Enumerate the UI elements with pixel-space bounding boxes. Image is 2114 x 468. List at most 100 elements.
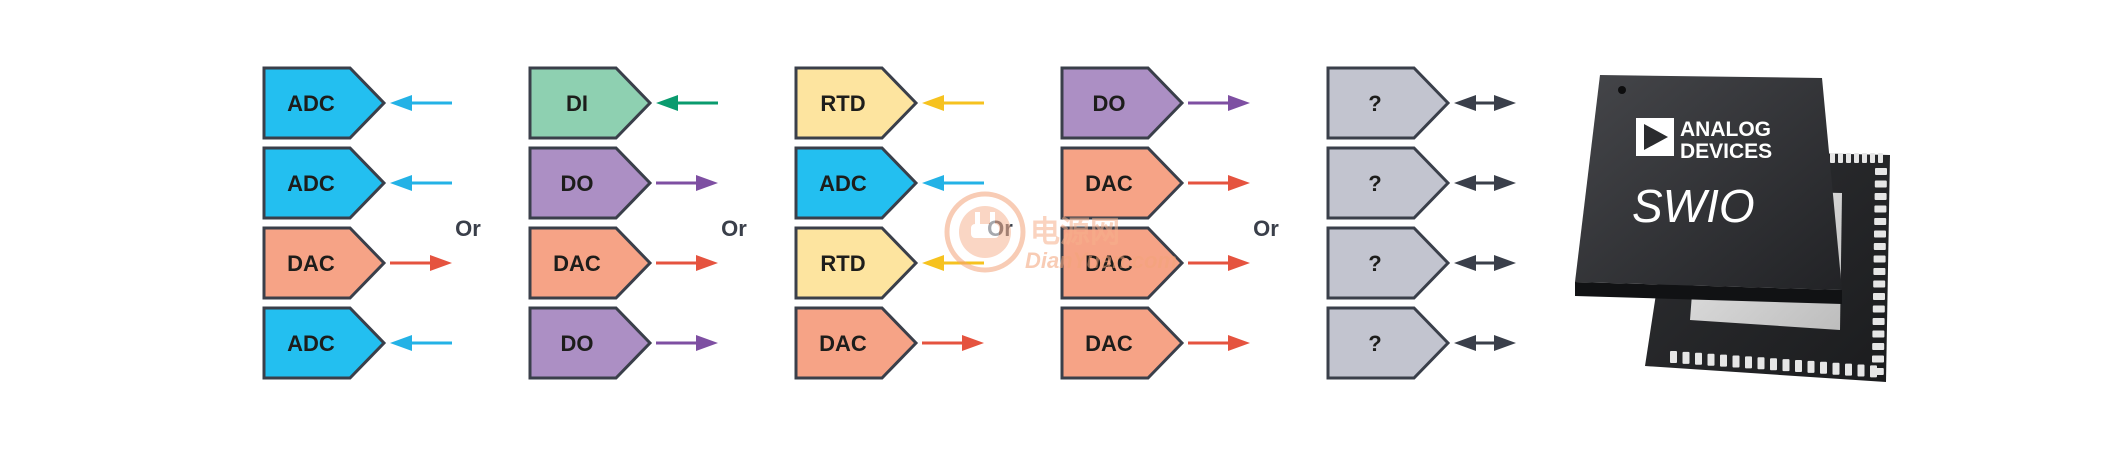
channel-columns: ADC ADC DAC ADC DI DO DAC DO RTD ADC RTD DAC DO DAC DA… [262, 66, 1516, 380]
watermark: 电源网 DianYuan.com [944, 191, 1177, 273]
column-2: DI DO DAC DO [528, 66, 718, 380]
channel-label: ? [1368, 251, 1381, 276]
signal-arrow-out [1188, 255, 1250, 271]
channel-shape [262, 306, 387, 380]
signal-arrow-bi [1454, 335, 1516, 351]
signal-arrow-bi [1454, 95, 1516, 111]
column-1: ADC ADC DAC ADC [262, 66, 452, 380]
signal-arrow-in [922, 95, 984, 111]
channel-block-dac: DAC [1060, 306, 1250, 380]
channel-shape [1326, 146, 1451, 220]
channel-label: DAC [553, 251, 601, 276]
channel-block-adc: ADC [262, 146, 452, 220]
channel-block-unknown: ? [1326, 66, 1516, 140]
signal-arrow-out [656, 335, 718, 351]
channel-label: DAC [1085, 331, 1133, 356]
signal-arrow-out [1188, 335, 1250, 351]
channel-label: RTD [820, 251, 865, 276]
signal-arrow-bi [1454, 255, 1516, 271]
signal-arrow-out [922, 335, 984, 351]
channel-shape [262, 226, 387, 300]
channel-label: DAC [1085, 171, 1133, 196]
channel-block-adc: ADC [262, 66, 452, 140]
analog-devices-triangle-logo [1636, 118, 1674, 156]
signal-arrow-in [390, 175, 452, 191]
channel-label: ? [1368, 91, 1381, 116]
channel-block-adc: ADC [262, 306, 452, 380]
channel-label: DAC [819, 331, 867, 356]
channel-shape [1326, 226, 1451, 300]
signal-arrow-in [922, 175, 984, 191]
signal-arrow-out [1188, 175, 1250, 191]
signal-arrow-in [656, 95, 718, 111]
channel-label: DI [566, 91, 588, 116]
channel-block-rtd: RTD [794, 66, 984, 140]
channel-label: ADC [819, 171, 867, 196]
channel-block-unknown: ? [1326, 226, 1516, 300]
channel-shape [794, 306, 919, 380]
channel-shape [794, 146, 919, 220]
channel-shape [1326, 66, 1451, 140]
channel-shape [528, 146, 653, 220]
channel-block-rtd: RTD [794, 226, 984, 300]
signal-arrow-bi [1454, 175, 1516, 191]
channel-label: DAC [1085, 251, 1133, 276]
watermark-en-text: DianYuan.com [1025, 248, 1177, 273]
channel-shape [528, 226, 653, 300]
channel-block-do: DO [528, 146, 718, 220]
channel-shape [1060, 306, 1185, 380]
channel-shape [794, 66, 919, 140]
channel-label: DAC [287, 251, 335, 276]
power-plug-icon [944, 191, 1026, 273]
chip-product-name: SWIO [1632, 180, 1755, 232]
or-separator: Or [1253, 216, 1279, 241]
channel-shape [262, 146, 387, 220]
chip-brand-line2: DEVICES [1680, 140, 1772, 163]
channel-shape [262, 66, 387, 140]
channel-label: DO [1093, 91, 1126, 116]
channel-block-dac: DAC [1060, 226, 1250, 300]
channel-label: ? [1368, 331, 1381, 356]
channel-shape [1060, 146, 1185, 220]
signal-arrow-out [656, 255, 718, 271]
channel-block-adc: ADC [794, 146, 984, 220]
or-separator: Or [455, 216, 481, 241]
channel-shape [1060, 226, 1185, 300]
channel-block-dac: DAC [528, 226, 718, 300]
signal-arrow-in [390, 335, 452, 351]
signal-arrow-out [390, 255, 452, 271]
channel-block-unknown: ? [1326, 306, 1516, 380]
channel-label: DO [561, 171, 594, 196]
chip-brand-line1: ANALOG [1680, 118, 1771, 141]
channel-label: ADC [287, 91, 335, 116]
column-5: ???? [1326, 66, 1516, 380]
channel-shape [528, 66, 653, 140]
channel-label: ADC [287, 331, 335, 356]
channel-block-do: DO [528, 306, 718, 380]
watermark-cn-text: 电源网 [1030, 216, 1120, 249]
channel-shape [794, 226, 919, 300]
column-3: RTD ADC RTD DAC [794, 66, 984, 380]
swio-chip: ANALOG DEVICES SWIO [1575, 75, 1890, 382]
signal-arrow-out [656, 175, 718, 191]
channel-label: ADC [287, 171, 335, 196]
channel-block-unknown: ? [1326, 146, 1516, 220]
channel-label: RTD [820, 91, 865, 116]
or-separator: Or [721, 216, 747, 241]
channel-label: ? [1368, 171, 1381, 196]
channel-shape [528, 306, 653, 380]
channel-block-dac: DAC [262, 226, 452, 300]
channel-shape [1326, 306, 1451, 380]
channel-block-dac: DAC [1060, 146, 1250, 220]
signal-arrow-in [390, 95, 452, 111]
channel-shape [1060, 66, 1185, 140]
channel-block-do: DO [1060, 66, 1250, 140]
signal-arrow-out [1188, 95, 1250, 111]
column-4: DO DAC DAC DAC [1060, 66, 1250, 380]
chip-top-package: ANALOG DEVICES SWIO [1575, 75, 1842, 304]
chip-pins [1670, 153, 1887, 378]
channel-block-di: DI [528, 66, 718, 140]
channel-block-dac: DAC [794, 306, 984, 380]
